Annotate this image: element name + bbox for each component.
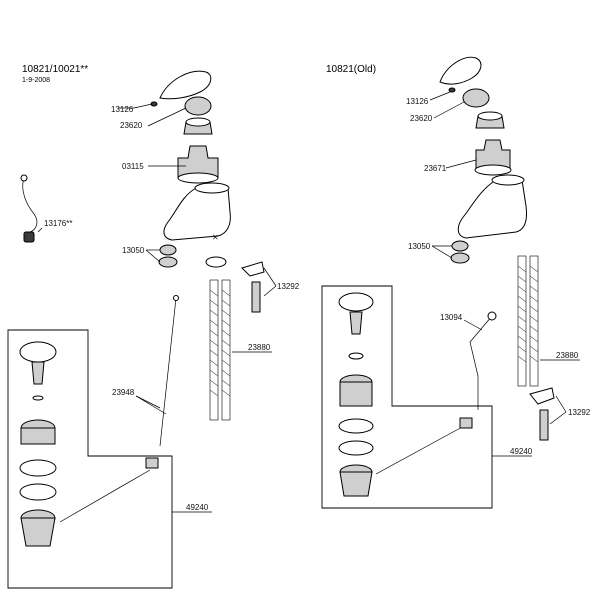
old-pull-rod-knob-drawing [487,311,497,321]
old-waste-washer-drawing [348,352,364,360]
svg-text:23880: 23880 [248,343,271,352]
old-nut-top-drawing [477,111,503,121]
old-lever-handle-drawing [439,56,482,85]
cartridge-base-drawing [177,172,219,184]
waste-seal-lower-drawing [19,483,57,501]
svg-text:13050: 13050 [408,242,431,251]
linkage-rod-drawing [59,469,151,523]
old-pull-rod-drawing [469,315,493,410]
right-label-13050: 13050 [408,242,453,259]
hose-braid-pattern [209,289,231,397]
left-label-13126: 13126 [111,103,153,114]
right-label-23671: 23671 [424,159,477,173]
mixer-top-drawing [194,182,230,194]
old-fixing-stud-drawing [539,409,549,441]
left-label-23620: 23620 [120,107,187,130]
svg-text:13050: 13050 [122,246,145,255]
mixer-logo-mark: ✕ [212,233,219,242]
right-label-13094: 13094 [440,313,483,331]
left-label-23948: 23948 [112,388,167,415]
old-waste-flange-body-drawing [339,381,373,407]
chain-plug-drawing [23,231,35,243]
old-hose-braid-pattern [517,265,539,363]
waste-plug-stem-drawing [31,361,45,385]
old-waste-plug-cap-drawing [338,292,374,312]
left-diagram-date: 1-9-2008 [22,77,50,84]
svg-text:23948: 23948 [112,388,135,397]
svg-text:49240: 49240 [510,447,533,456]
old-mixer-body-drawing [457,179,527,239]
waste-flange-body-drawing [20,427,56,445]
svg-text:23620: 23620 [410,114,433,123]
right-label-23620: 23620 [410,101,465,123]
old-waste-seal-drawing [338,418,374,434]
right-diagram-title: 10821(Old) [326,64,376,75]
svg-text:13292: 13292 [277,282,300,291]
left-label-13050: 13050 [122,246,161,263]
svg-text:03115: 03115 [122,162,144,171]
left-label-13176: 13176** [37,219,72,233]
svg-text:49240: 49240 [186,503,209,512]
old-hose-right-drawing [529,255,539,387]
old-cap-ring-drawing [462,88,490,108]
left-label-03115: 03115 [122,162,186,171]
aerator-lower-drawing [158,256,178,268]
old-cartridge-base-drawing [474,164,512,176]
right-diagram: 10821(Old) [321,56,591,509]
old-waste-plug-stem-drawing [349,311,363,335]
svg-text:13126: 13126 [406,97,429,106]
old-waste-assembly-box [321,285,493,509]
fixing-stud-drawing [251,281,261,313]
right-label-13292: 13292 [549,395,591,425]
old-waste-seal-lower-drawing [338,440,374,456]
waste-body-drawing [20,517,56,547]
left-label-13292: 13292 [263,267,300,297]
waste-plug-cap-drawing [19,341,57,363]
old-mixer-top-drawing [491,174,525,186]
svg-text:13176**: 13176** [44,219,72,228]
aerator-drawing [159,244,177,256]
svg-text:13126: 13126 [111,105,134,114]
old-screw-drawing [448,87,456,93]
lever-handle-drawing [159,70,212,100]
svg-text:23880: 23880 [556,351,579,360]
cap-ring-drawing [184,96,212,116]
linkage-clip-drawing [145,457,159,469]
old-hose-left-drawing [517,255,527,387]
old-aerator-lower-drawing [450,252,470,264]
old-linkage-clip-drawing [459,417,473,429]
chain-drawing [22,177,38,233]
svg-text:13292: 13292 [568,408,591,417]
mixer-body-drawing [163,187,231,241]
pull-rod-drawing [159,297,177,447]
pull-rod-knob-drawing [173,295,179,301]
old-fixing-bracket-drawing [529,387,555,405]
fixing-bracket-drawing [241,261,265,277]
svg-text:23671: 23671 [424,164,447,173]
waste-washer-drawing [32,395,44,401]
svg-text:23620: 23620 [120,121,143,130]
right-label-13126: 13126 [406,91,451,106]
chain-ring-drawing [20,174,28,182]
base-gasket-drawing [205,256,227,268]
left-label-49240: 49240 [172,503,212,513]
nut-top-drawing [185,117,211,127]
right-label-49240: 49240 [492,447,533,457]
left-diagram-title: 10821/10021** [22,64,88,75]
svg-text:13094: 13094 [440,313,463,322]
old-waste-body-drawing [339,471,373,497]
old-linkage-rod-drawing [375,425,465,475]
right-label-23880: 23880 [540,351,580,361]
left-diagram: 10821/10021** 1-9-2008 ✕ [7,64,300,589]
waste-seal-drawing [19,459,57,477]
left-label-23880: 23880 [232,343,272,353]
waste-assembly-box [7,329,173,589]
old-aerator-drawing [451,240,469,252]
